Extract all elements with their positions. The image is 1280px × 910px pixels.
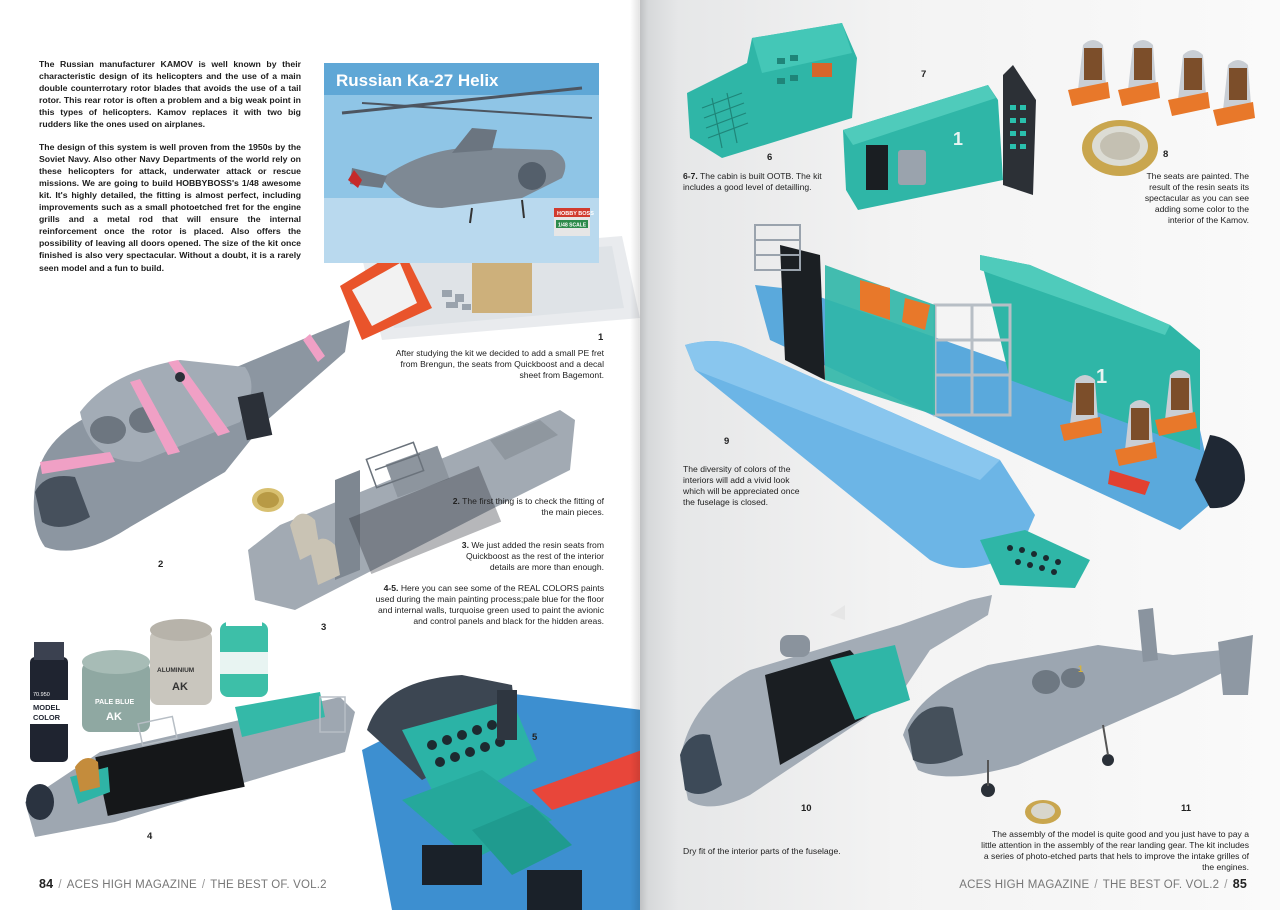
paint-label-model: MODEL xyxy=(33,703,61,712)
caption-45-box: 4-5. Here you can see some of the REAL C… xyxy=(374,583,604,635)
caption-6-7-text: The cabin is built OOTB. The kit include… xyxy=(683,171,822,192)
caption-6-7-number: 6-7. xyxy=(683,171,698,181)
paint-label-ak-2: AK xyxy=(172,681,188,693)
intro-text: The Russian manufacturer KAMOV is well k… xyxy=(39,58,301,284)
paint-label-aluminium: ALUMINIUM xyxy=(157,667,194,674)
caption-6-7: 6-7. The cabin is built OOTB. The kit in… xyxy=(683,171,828,193)
page-number-left: 84 xyxy=(39,877,54,891)
photo-cockpit-closeup xyxy=(362,670,640,910)
captions-2-3-45: 2. The first thing is to check the fitti… xyxy=(445,496,604,526)
fuselage-marking-3: 1 xyxy=(1078,664,1083,674)
caption-4-5-number: 4-5. xyxy=(383,583,399,593)
box-art-scale: 1/48 SCALE xyxy=(558,223,587,229)
footer-separator: / xyxy=(1094,879,1098,891)
footer-separator: / xyxy=(1224,879,1228,891)
left-page: The Russian manufacturer KAMOV is well k… xyxy=(20,58,640,910)
photo-painted-interior: 1 xyxy=(680,210,1255,590)
box-art-brand: HOBBY BOSS xyxy=(557,211,594,217)
caption-3-box: 3. We just added the resin seats from Qu… xyxy=(440,540,604,581)
photo-paints-interior: MODEL COLOR 70.950 PALE BLUE AK ALUMINIU… xyxy=(20,612,365,842)
fuselage-marking-2: 1 xyxy=(1096,366,1107,388)
caption-3: 3. We just added the resin seats from Qu… xyxy=(440,540,604,573)
photo-number-11: 11 xyxy=(1181,803,1192,814)
paint-label-ak-1: AK xyxy=(106,711,122,723)
box-art-title: Russian Ka-27 Helix xyxy=(336,71,499,90)
caption-9: The diversity of colors of the interiors… xyxy=(683,464,800,507)
photo-box-art: Russian Ka-27 Helix HOBBY BOSS 1/48 SCAL… xyxy=(322,58,640,343)
photo-number-5: 5 xyxy=(532,732,538,743)
caption-11: The assembly of the model is quite good … xyxy=(981,829,1249,872)
photo-number-9: 9 xyxy=(724,436,730,447)
footer-right: ACES HIGH MAGAZINE / THE BEST OF. VOL.2 / 85 xyxy=(959,877,1247,891)
photo-number-7: 7 xyxy=(921,69,927,80)
photo-panel-7: 1 xyxy=(838,60,1038,215)
caption-4-5: 4-5. Here you can see some of the REAL C… xyxy=(374,583,604,627)
caption-4-5-text: Here you can see some of the REAL COLORS… xyxy=(375,583,604,626)
photo-number-3: 3 xyxy=(321,622,327,633)
photo-number-2: 2 xyxy=(158,559,164,570)
caption-3-text: We just added the resin seats from Quick… xyxy=(465,540,604,572)
caption-8: The seats are painted. The result of the… xyxy=(1144,171,1249,225)
photo-fuselage-taped xyxy=(20,312,355,567)
photo-panel-6 xyxy=(682,18,862,163)
photo-number-10: 10 xyxy=(801,803,812,814)
intro-paragraph-1: The Russian manufacturer KAMOV is well k… xyxy=(39,59,301,130)
photo-number-6: 6 xyxy=(767,152,773,163)
footer-separator: / xyxy=(201,879,206,891)
photo-interior-grey xyxy=(240,400,580,615)
photo-number-8: 8 xyxy=(1163,149,1169,160)
photo-seats xyxy=(1058,30,1258,180)
page-gutter xyxy=(630,0,648,910)
paint-label-color: COLOR xyxy=(33,713,61,722)
photo-number-1: 1 xyxy=(598,332,604,343)
photo-dry-fit xyxy=(670,590,1000,820)
footer-left: 84 / ACES HIGH MAGAZINE / THE BEST OF. VOL.2 xyxy=(39,877,327,891)
intro-paragraph-2: The design of this system is well proven… xyxy=(39,141,301,273)
caption-1: After studying the kit we decided to add… xyxy=(395,348,604,380)
footer-separator: / xyxy=(58,879,62,891)
footer-magazine: ACES HIGH MAGAZINE xyxy=(66,879,197,891)
caption-2-number: 2. xyxy=(452,496,460,506)
caption-10: Dry fit of the interior parts of the fus… xyxy=(683,846,841,856)
fuselage-marking-1: 1 xyxy=(953,129,963,149)
right-page: 6 1 7 6-7. The cabin is built OOTB. The … xyxy=(640,0,1280,910)
footer-issue: THE BEST OF. VOL.2 xyxy=(1102,879,1220,891)
caption-3-number: 3. xyxy=(461,540,469,550)
paint-label-code: 70.950 xyxy=(33,692,50,698)
caption-2-text: The first thing is to check the fitting … xyxy=(459,496,604,517)
paint-label-pale-blue: PALE BLUE xyxy=(95,699,134,706)
footer-issue: THE BEST OF. VOL.2 xyxy=(210,879,327,891)
footer-magazine: ACES HIGH MAGAZINE xyxy=(959,879,1090,891)
caption-2: 2. The first thing is to check the fitti… xyxy=(445,496,604,518)
photo-assembled-helicopter: 1 xyxy=(898,600,1260,830)
page-number-right: 85 xyxy=(1232,877,1247,891)
photo-number-4: 4 xyxy=(147,831,153,842)
